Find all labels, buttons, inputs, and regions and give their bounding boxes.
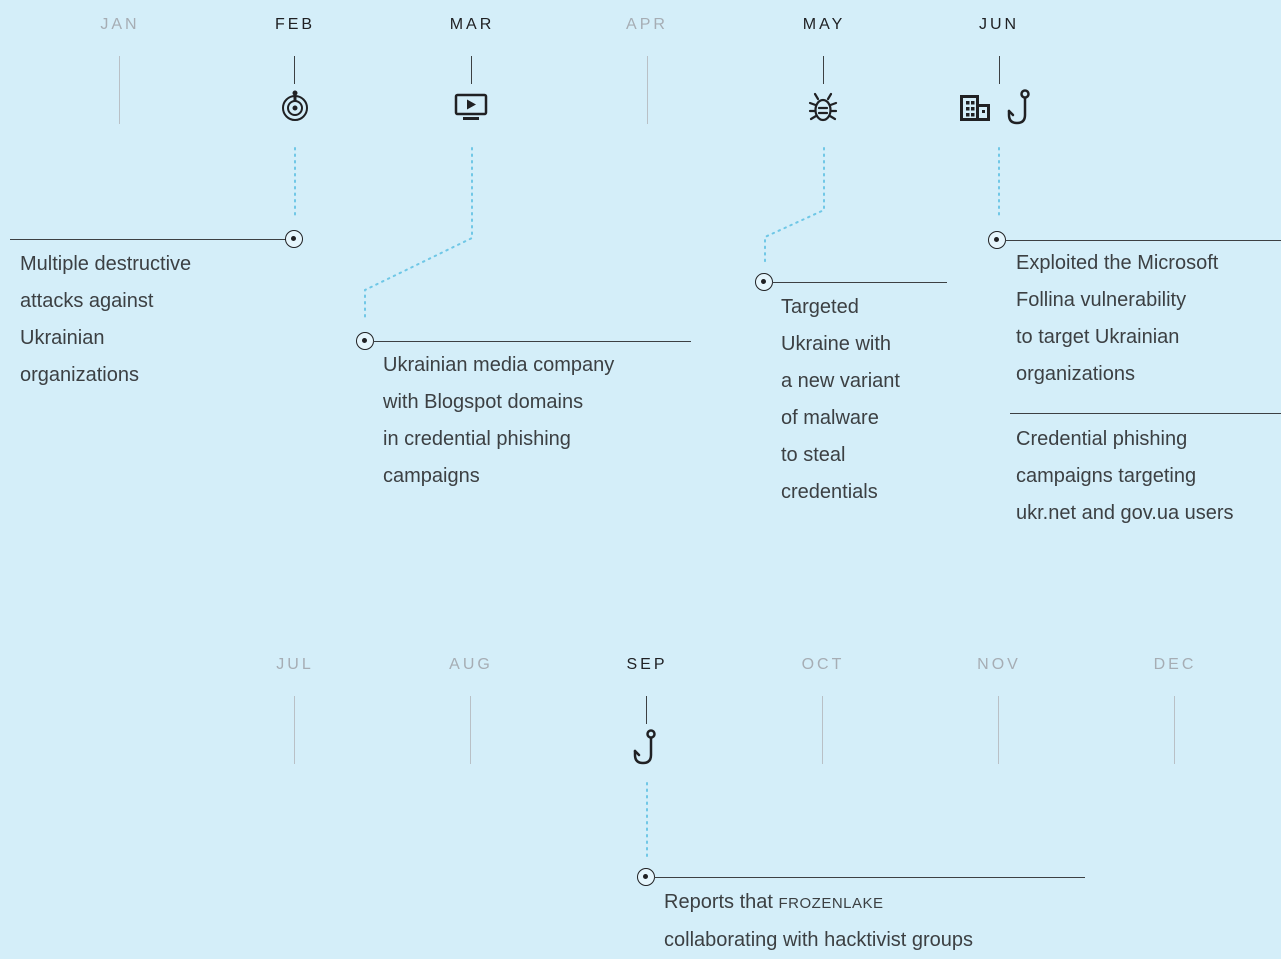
month-sep: SEP: [626, 656, 668, 673]
event-text-jun-phishing: Credential phishing campaigns targeting …: [1016, 428, 1234, 524]
event-text-mar: Ukrainian media company with Blogspot do…: [383, 354, 615, 487]
tick-oct: [822, 696, 823, 764]
tick-jul: [294, 696, 295, 764]
event-text-jun-follina: Exploited the Microsoft Follina vulnerab…: [1016, 252, 1219, 385]
tick-mar: [471, 56, 472, 84]
event-line-sep: [654, 877, 1085, 878]
building-icon: [960, 95, 990, 121]
event-marker-jun: [988, 231, 1006, 249]
actor-name-frozenlake: FROZENLAKE: [778, 895, 884, 912]
month-may: MAY: [802, 16, 846, 33]
event-marker-sep: [637, 868, 655, 886]
tick-jan: [119, 56, 120, 124]
event-line-mar: [373, 341, 691, 342]
tick-feb: [294, 56, 295, 84]
event-separator-jun: [1010, 413, 1281, 414]
tick-dec: [1174, 696, 1175, 764]
event-line-feb: [10, 239, 286, 240]
connector-mar: [364, 147, 473, 321]
tick-jun: [999, 56, 1000, 84]
tick-nov: [998, 696, 999, 764]
tick-sep: [646, 696, 647, 724]
month-feb: FEB: [274, 16, 316, 33]
bug-icon: [808, 92, 838, 122]
event-text-feb: Multiple destructive attacks against Ukr…: [20, 253, 192, 386]
month-nov: NOV: [977, 656, 1021, 673]
video-player-icon: [454, 93, 488, 120]
month-aug: AUG: [449, 656, 493, 673]
event-marker-may: [755, 273, 773, 291]
event-line-may: [772, 282, 947, 283]
event-line-jun: [1005, 240, 1281, 241]
month-mar: MAR: [449, 16, 495, 33]
month-oct: OCT: [801, 656, 845, 673]
tick-aug: [470, 696, 471, 764]
tick-may: [823, 56, 824, 84]
event-marker-feb: [285, 230, 303, 248]
month-jan: JAN: [100, 16, 140, 33]
fishing-hook-icon: [1007, 89, 1030, 125]
event-text-may: Targeted Ukraine with a new variant of m…: [781, 296, 900, 503]
fishing-hook-icon: [633, 729, 656, 765]
tick-apr: [647, 56, 648, 124]
event-text-sep-prefix: Reports that: [664, 891, 779, 913]
event-text-sep-suffix: collaborating with hacktivist groups: [664, 929, 974, 951]
target-icon: [282, 90, 308, 121]
month-dec: DEC: [1153, 656, 1197, 673]
month-jun: JUN: [978, 16, 1020, 33]
month-apr: APR: [626, 16, 668, 33]
connector-may: [764, 147, 825, 264]
event-marker-mar: [356, 332, 374, 350]
event-text-sep: Reports that FROZENLAKE collaborating wi…: [664, 884, 973, 959]
month-jul: JUL: [276, 656, 314, 673]
